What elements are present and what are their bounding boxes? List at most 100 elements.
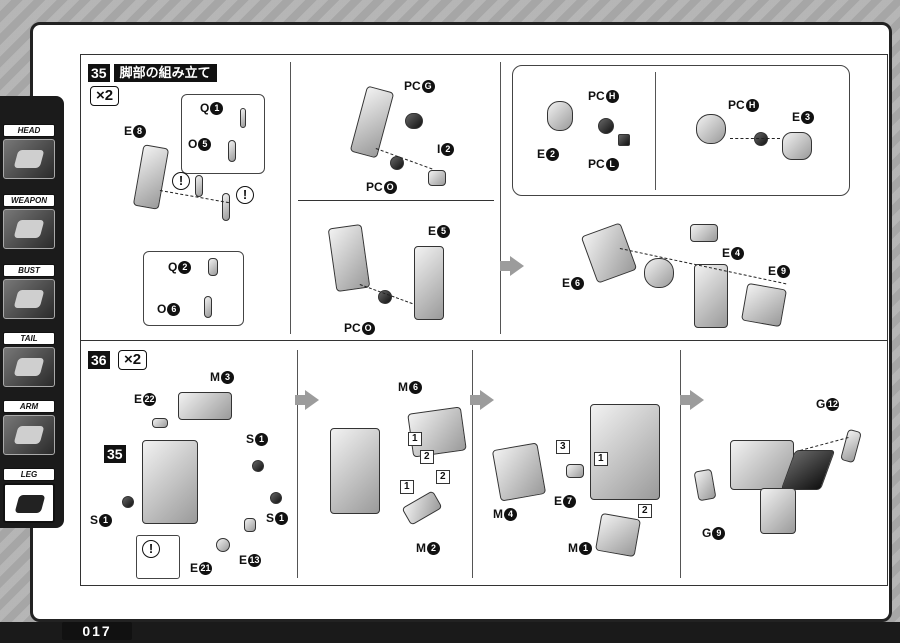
hip-joint-part [644,258,674,288]
part-pc-l [618,134,630,146]
arm-icon [3,415,55,455]
step-divider [80,340,888,341]
sidebar-tab-head[interactable]: HEAD [3,124,58,179]
part-m3 [178,392,232,420]
leg-icon [3,483,55,523]
pin-part [195,175,203,197]
weapon-icon [3,209,55,249]
part-e2 [547,101,573,131]
panel-divider [472,350,473,578]
bottom-bar [0,622,900,643]
part-pc-h [754,132,768,146]
head-icon [3,139,55,179]
part-e4 [690,224,718,242]
leg-assembly [142,440,198,524]
part-m1 [595,512,641,558]
bust-icon [3,279,55,319]
step-reference-badge: 35 [104,445,126,463]
panel-divider [500,62,501,334]
panel-divider [655,72,656,190]
order-mark: 3 [556,440,570,454]
sidebar-tab-label: TAIL [3,332,55,345]
part-m4 [491,442,547,502]
sidebar: HEAD WEAPON BUST TAIL ARM LEG [0,96,64,528]
next-step-arrow [500,256,524,276]
panel-divider [680,350,681,578]
panel-divider [298,200,494,201]
quantity-badge: ×2 [90,86,120,106]
part-q1 [240,108,246,128]
step-number: 36 [88,351,110,369]
leg-assembly [330,428,380,514]
caution-icon: ! [172,172,190,190]
step-title: 脚部の組み立て [113,64,217,82]
part-e9 [741,282,787,328]
sidebar-tab-label: ARM [3,400,55,413]
detail-box [181,94,265,174]
sidebar-tab-label: BUST [3,264,55,277]
order-mark: 1 [594,452,608,466]
assembly-guide-line [730,138,780,139]
leg-frame-part [694,264,728,328]
leg-assembly [590,404,660,500]
next-step-arrow [295,390,319,410]
sidebar-tab-tail[interactable]: TAIL [3,332,58,387]
sidebar-tab-bust[interactable]: BUST [3,264,58,319]
tail-icon [3,347,55,387]
part-pc-o [378,290,392,304]
part-e13 [244,518,256,532]
step-35-header: 35 脚部の組み立て [88,64,217,82]
leg-assembly [760,488,796,534]
detail-box [143,251,244,326]
part-pc-o [390,156,404,170]
part-s1 [252,460,264,472]
sidebar-tab-leg[interactable]: LEG [3,468,58,523]
order-mark: 1 [408,432,422,446]
detail-box [512,65,850,196]
caution-icon: ! [236,186,254,204]
order-mark: 2 [638,504,652,518]
next-step-arrow [680,390,704,410]
sidebar-tab-arm[interactable]: ARM [3,400,58,455]
panel-divider [290,62,291,334]
hip-joint-part [696,114,726,144]
page-number: 017 [62,622,132,640]
part-e22 [152,418,168,428]
order-mark: 2 [420,450,434,464]
part-e5 [414,246,444,320]
order-mark: 1 [400,480,414,494]
part-s1 [270,492,282,504]
part-s1 [122,496,134,508]
part-pc-g [405,113,423,129]
order-mark: 2 [436,470,450,484]
sidebar-tab-label: HEAD [3,124,55,137]
sidebar-tab-weapon[interactable]: WEAPON [3,194,58,249]
part-o6 [204,296,212,318]
part-o5 [228,140,236,162]
